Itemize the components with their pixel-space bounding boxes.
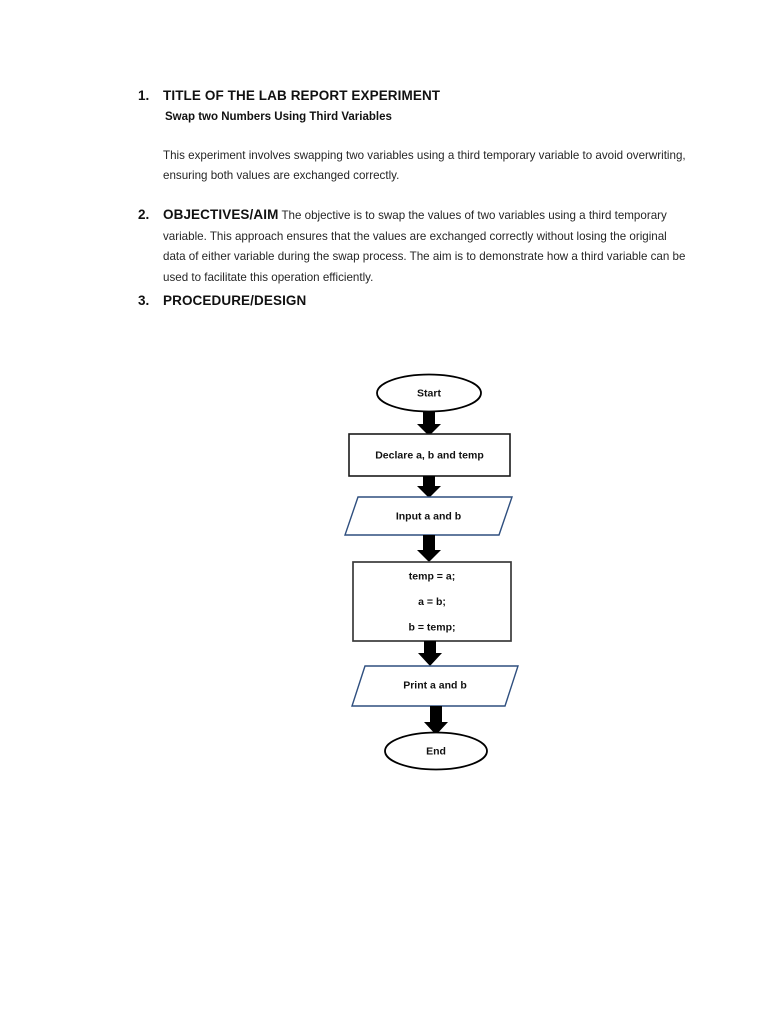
connector-print-to-end	[424, 706, 448, 735]
swap-line-2: a = b;	[418, 596, 446, 608]
section-1-heading: TITLE OF THE LAB REPORT EXPERIMENT	[163, 88, 441, 103]
print-parallelogram-shape	[351, 665, 519, 707]
connector-declare-to-input	[417, 476, 441, 498]
connector-swap-to-print	[418, 641, 442, 666]
flow-node-input: Input a and b	[344, 496, 513, 536]
section-2-paragraph-block: OBJECTIVES/AIM The objective is to swap …	[163, 205, 687, 288]
flow-node-declare: Declare a, b and temp	[348, 433, 511, 477]
flow-node-start: Start	[376, 373, 482, 413]
swap-line-3: b = temp;	[409, 621, 456, 633]
section-2: 2. OBJECTIVES/AIM The objective is to sw…	[138, 205, 686, 288]
print-label: Print a and b	[403, 679, 467, 691]
flow-node-swap: temp = a; a = b; b = temp;	[352, 561, 512, 642]
end-label: End	[426, 745, 446, 757]
section-3-number: 3.	[138, 293, 150, 308]
start-oval-shape	[376, 373, 482, 413]
arrow-down-icon	[418, 641, 442, 666]
arrow-down-icon	[417, 476, 441, 498]
arrow-down-icon	[417, 535, 441, 562]
section-3-heading: PROCEDURE/DESIGN	[163, 293, 307, 308]
declare-label: Declare a, b and temp	[375, 449, 484, 461]
connector-input-to-swap	[417, 535, 441, 562]
section-2-number: 2.	[138, 207, 150, 222]
section-1: 1. TITLE OF THE LAB REPORT EXPERIMENT Sw…	[138, 86, 686, 186]
start-label: Start	[417, 387, 441, 399]
input-parallelogram-shape	[344, 496, 513, 536]
section-1-number: 1.	[138, 88, 150, 103]
connector-start-to-declare	[417, 411, 441, 436]
flow-node-print: Print a and b	[351, 665, 519, 707]
arrow-down-icon	[424, 706, 448, 735]
arrow-down-icon	[417, 411, 441, 436]
section-1-content: TITLE OF THE LAB REPORT EXPERIMENT Swap …	[163, 86, 697, 186]
section-2-content: OBJECTIVES/AIM The objective is to swap …	[163, 205, 687, 288]
swap-line-1: temp = a;	[409, 570, 455, 582]
section-1-paragraph: This experiment involves swapping two va…	[163, 149, 686, 182]
document-body: 1. TITLE OF THE LAB REPORT EXPERIMENT Sw…	[138, 86, 686, 310]
section-1-subtitle: Swap two Numbers Using Third Variables	[165, 111, 392, 123]
section-2-heading: OBJECTIVES/AIM	[163, 207, 279, 222]
input-label: Input a and b	[396, 510, 461, 522]
flow-node-end: End	[384, 731, 488, 771]
end-oval-shape	[384, 731, 488, 771]
swap-box-shape	[352, 561, 512, 642]
section-3: 3. PROCEDURE/DESIGN	[138, 291, 686, 310]
section-2-paragraph: The objective is to swap the values of t…	[163, 209, 686, 284]
declare-box-shape	[348, 433, 511, 477]
section-3-content: PROCEDURE/DESIGN	[163, 291, 686, 310]
